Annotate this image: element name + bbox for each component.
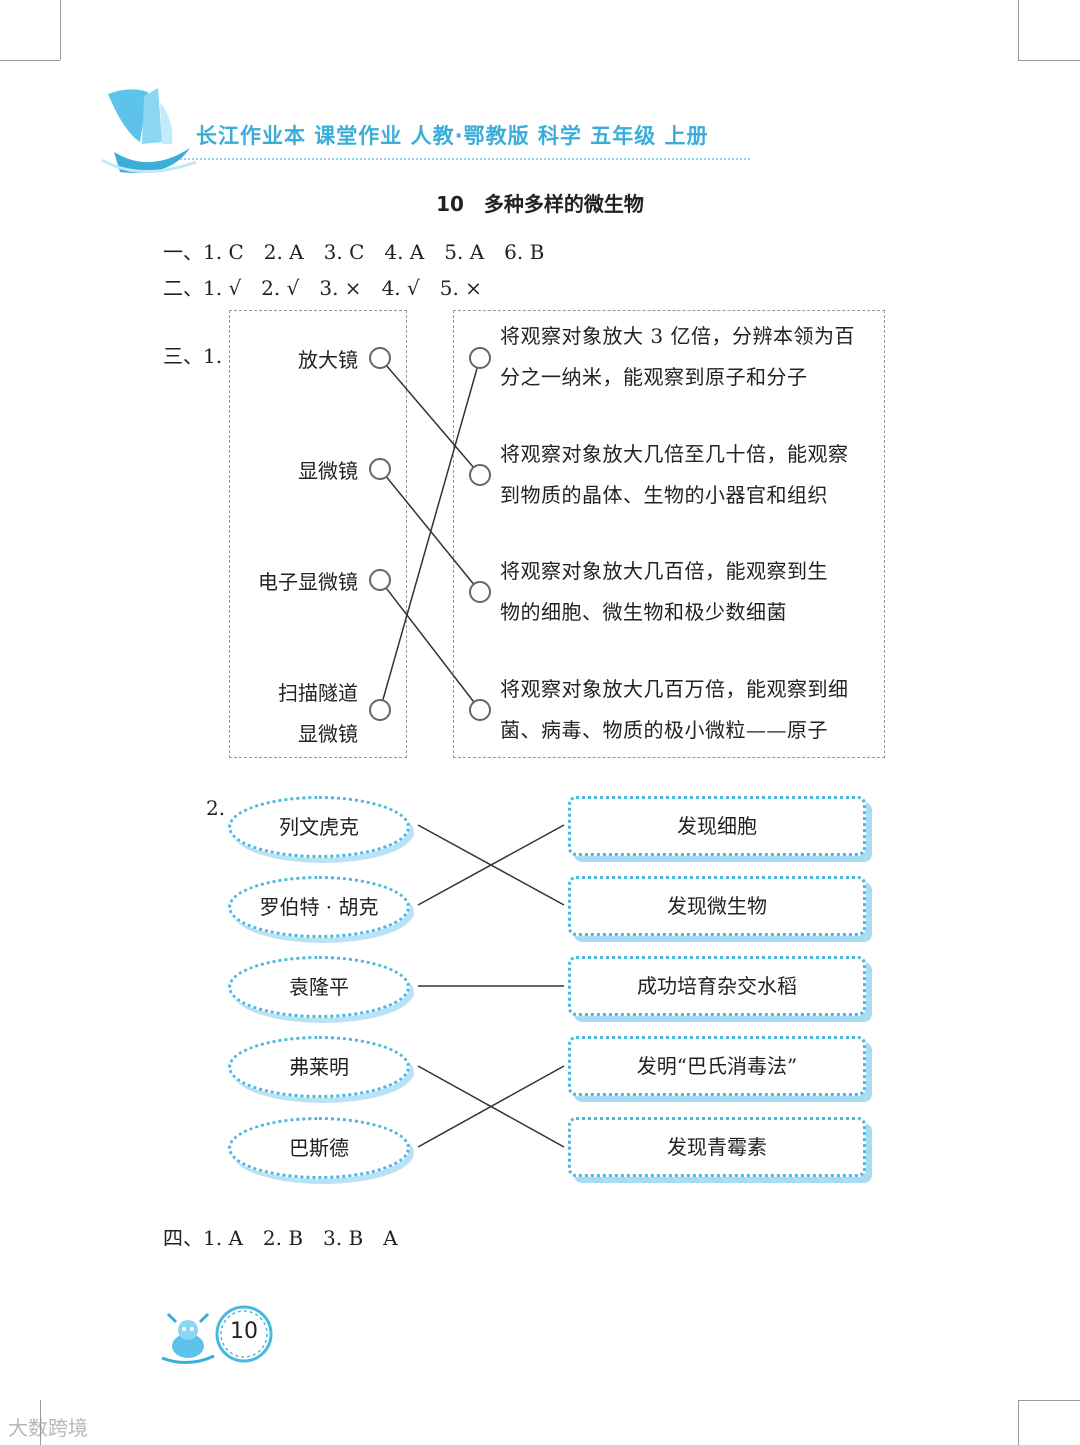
crop-mark	[40, 1400, 41, 1445]
match-line	[417, 1065, 565, 1148]
instrument-label: 显微镜	[298, 459, 358, 483]
description-line: 菌、病毒、物质的极小微粒——原子	[500, 718, 828, 742]
matching-2-label: 2.	[206, 796, 226, 820]
description-line: 将观察对象放大几百万倍，能观察到细	[500, 677, 849, 701]
header-series-title: 长江作业本 课堂作业 人教·鄂教版 科学 五年级 上册	[196, 124, 709, 148]
answer-part-2: 二、1. √ 2. √ 3. × 4. √ 5. ×	[163, 276, 482, 300]
match-line	[417, 824, 565, 906]
crop-mark	[60, 0, 61, 60]
description-box	[453, 310, 885, 758]
achievement-box: 发现青霉素	[568, 1117, 866, 1177]
right-connector-dot	[469, 464, 491, 486]
achievement-box: 发明“巴氏消毒法”	[568, 1036, 866, 1096]
scientist-ellipse: 巴斯德	[228, 1117, 410, 1179]
crop-mark	[1018, 60, 1080, 61]
description-item: 将观察对象放大几百万倍，能观察到细 菌、病毒、物质的极小微粒——原子	[500, 669, 880, 751]
match-line	[379, 468, 481, 593]
achievement-box: 发现细胞	[568, 796, 866, 856]
page-number: 10	[230, 1319, 258, 1344]
instrument-label: 显微镜	[298, 722, 358, 746]
description-line: 物的细胞、微生物和极少数细菌	[500, 600, 787, 624]
scientist-ellipse: 袁隆平	[228, 956, 410, 1018]
description-item: 将观察对象放大几倍至几十倍，能观察 到物质的晶体、生物的小器官和组织	[500, 434, 880, 516]
right-connector-dot	[469, 347, 491, 369]
header-divider	[180, 158, 750, 160]
scientist-ellipse: 罗伯特 · 胡克	[228, 876, 410, 938]
scientist-ellipse: 列文虎克	[228, 796, 410, 858]
left-connector-dot	[369, 458, 391, 480]
right-connector-dot	[469, 699, 491, 721]
instrument-label: 电子显微镜	[258, 570, 358, 594]
left-connector-dot	[369, 569, 391, 591]
description-line: 将观察对象放大几百倍，能观察到生	[500, 559, 828, 583]
description-line: 将观察对象放大几倍至几十倍，能观察	[500, 442, 849, 466]
left-connector-dot	[369, 699, 391, 721]
page-number-badge	[215, 1305, 273, 1363]
match-line	[379, 357, 481, 711]
description-item: 将观察对象放大 3 亿倍，分辨本领为百 分之一纳米，能观察到原子和分子	[500, 316, 880, 398]
crop-mark	[0, 60, 60, 61]
crop-mark	[1018, 0, 1019, 60]
watermark-text: 大数跨境	[8, 1416, 88, 1440]
crop-mark	[1018, 1400, 1080, 1401]
answer-part-1: 一、1. C 2. A 3. C 4. A 5. A 6. B	[163, 240, 545, 264]
match-line	[379, 357, 481, 476]
scientist-ellipse: 弗莱明	[228, 1036, 410, 1098]
left-connector-dot	[369, 347, 391, 369]
achievement-box: 成功培育杂交水稻	[568, 956, 866, 1016]
page-title: 10 多种多样的微生物	[436, 192, 644, 216]
instrument-label: 扫描隧道	[278, 681, 358, 705]
achievement-box: 发现微生物	[568, 876, 866, 936]
description-item: 将观察对象放大几百倍，能观察到生 物的细胞、微生物和极少数细菌	[500, 551, 880, 633]
sailboat-logo-icon	[101, 88, 197, 174]
answer-part-3-label: 三、1.	[163, 344, 223, 368]
description-line: 到物质的晶体、生物的小器官和组织	[500, 483, 828, 507]
right-connector-dot	[469, 581, 491, 603]
crop-mark	[1018, 1400, 1019, 1445]
description-line: 将观察对象放大 3 亿倍，分辨本领为百	[500, 324, 855, 348]
instrument-label: 放大镜	[298, 348, 358, 372]
answer-part-4: 四、1. A 2. B 3. B A	[163, 1226, 398, 1250]
description-line: 分之一纳米，能观察到原子和分子	[500, 365, 808, 389]
instrument-box	[229, 310, 407, 758]
match-line	[379, 579, 481, 711]
mascot-icon	[161, 1312, 215, 1364]
